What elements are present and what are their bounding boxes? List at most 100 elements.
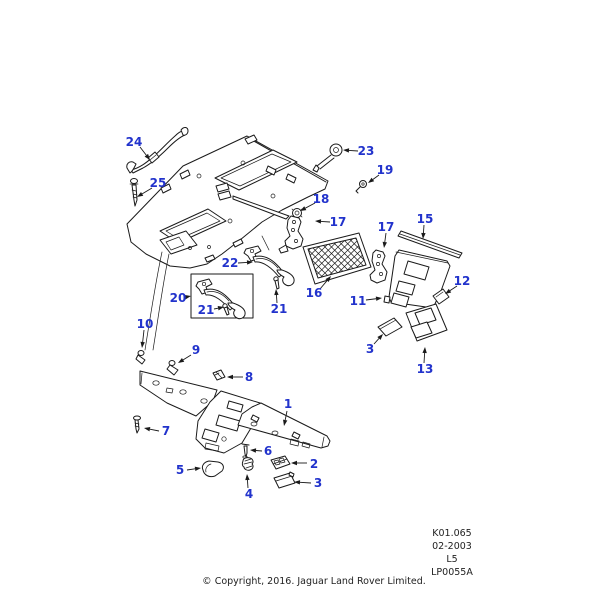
- reference-curves: [144, 251, 170, 351]
- callout-12: 12: [445, 274, 470, 294]
- part-22-grab-handle: [243, 245, 295, 287]
- leader-line: [237, 261, 248, 264]
- callout-19: 19: [368, 163, 393, 183]
- leader-arrowhead: [144, 153, 150, 160]
- leader-line: [305, 202, 316, 209]
- doc-ref-drawing-id: LP0055A: [431, 567, 473, 578]
- callout-number-22: 22: [222, 256, 239, 270]
- callout-17: 17: [378, 220, 394, 248]
- callout-24: 24: [126, 135, 150, 160]
- callout-10: 10: [137, 317, 154, 348]
- leader-arrowhead: [422, 347, 427, 354]
- part-11-console-panel: [383, 249, 451, 309]
- callout-15: 15: [417, 212, 433, 239]
- leader-arrowhead: [217, 306, 224, 311]
- doc-ref-catalog-code: K01.065: [432, 528, 471, 539]
- callout-3: 3: [294, 476, 322, 490]
- callout-number-5: 5: [176, 463, 184, 477]
- callout-20: 20: [170, 291, 191, 305]
- leader-arrowhead: [274, 289, 279, 296]
- leader-arrowhead: [283, 419, 288, 426]
- part-25-screw: [129, 178, 139, 207]
- callout-4: 4: [245, 474, 253, 501]
- leader-line: [149, 428, 160, 432]
- callout-2: 2: [291, 457, 318, 471]
- leader-arrowhead: [421, 232, 426, 239]
- leader-arrowhead: [178, 357, 185, 363]
- part-headliner-panel: [126, 134, 329, 269]
- leader-line: [449, 285, 458, 292]
- part-20-box-group: [190, 273, 254, 320]
- leader-line: [246, 479, 249, 489]
- callout-number-11: 11: [350, 294, 367, 308]
- doc-ref-date: 02-2003: [432, 541, 472, 552]
- callout-11: 11: [350, 294, 382, 308]
- callout-7: 7: [144, 424, 170, 438]
- leader-arrowhead: [246, 260, 253, 265]
- part-15-finisher-strip: [397, 230, 463, 259]
- leader-line: [255, 450, 263, 452]
- part-3-lens-lower: [273, 471, 296, 489]
- callout-number-7: 7: [162, 424, 170, 438]
- part-4-knob: [241, 457, 254, 471]
- leader-line: [373, 338, 380, 345]
- callout-number-25: 25: [150, 176, 167, 190]
- callout-number-21: 21: [271, 302, 288, 316]
- leader-line: [213, 307, 219, 310]
- callout-number-23: 23: [358, 144, 375, 158]
- leader-arrowhead: [137, 192, 144, 197]
- copyright-notice: © Copyright, 2016. Jaguar Land Rover Lim…: [202, 576, 426, 587]
- part-19-screw: [355, 180, 367, 194]
- leader-arrowhead: [368, 177, 375, 183]
- part-16-stowage-net: [302, 232, 372, 285]
- part-9-clip: [166, 360, 179, 376]
- leader-arrowhead: [194, 466, 201, 472]
- callout-number-8: 8: [245, 370, 253, 384]
- leader-line: [186, 468, 196, 471]
- callout-8: 8: [227, 370, 253, 384]
- leader-line: [348, 149, 359, 152]
- leader-line: [139, 146, 147, 156]
- callout-16: 16: [306, 276, 331, 300]
- part-1-header-panel: [139, 370, 331, 454]
- part-12-blanking-plate: [432, 288, 450, 305]
- part-8-clip: [212, 369, 226, 381]
- leader-arrowhead: [144, 427, 151, 432]
- leader-arrowhead: [245, 474, 250, 481]
- callout-number-10: 10: [137, 317, 154, 331]
- callout-number-13: 13: [417, 362, 434, 376]
- leader-arrowhead: [291, 460, 297, 466]
- part-13-frame-panel: [405, 303, 448, 342]
- leader-arrowhead: [250, 448, 257, 453]
- callout-number-24: 24: [126, 135, 143, 149]
- leader-arrowhead: [227, 374, 233, 380]
- part-21-screw-right: [273, 276, 280, 290]
- leader-line: [142, 329, 145, 343]
- leader-arrowhead: [377, 334, 383, 340]
- callout-9: 9: [178, 343, 200, 363]
- callout-number-3: 3: [314, 476, 322, 490]
- callout-number-16: 16: [306, 286, 323, 300]
- part-5-lens: [201, 460, 224, 478]
- leader-arrowhead: [300, 206, 307, 211]
- callout-number-2: 2: [310, 457, 318, 471]
- leader-line: [299, 481, 312, 484]
- leader-line: [423, 352, 426, 364]
- callout-number-6: 6: [264, 444, 272, 458]
- callout-21: 21: [198, 303, 224, 317]
- leader-line: [422, 224, 425, 234]
- callout-23: 23: [343, 144, 374, 158]
- part-7-screw: [133, 415, 141, 434]
- part-10-clip: [135, 350, 146, 365]
- leader-line: [182, 354, 192, 361]
- callout-6: 6: [250, 444, 272, 458]
- leader-arrowhead: [325, 276, 331, 283]
- document-reference-block: K01.065 02-2003 L5 LP0055A: [431, 528, 473, 578]
- callout-21: 21: [271, 289, 288, 316]
- leader-line: [365, 298, 377, 301]
- callout-5: 5: [176, 463, 201, 477]
- leader-line: [141, 187, 153, 195]
- callout-number-3: 3: [366, 342, 374, 356]
- callout-1: 1: [283, 397, 292, 426]
